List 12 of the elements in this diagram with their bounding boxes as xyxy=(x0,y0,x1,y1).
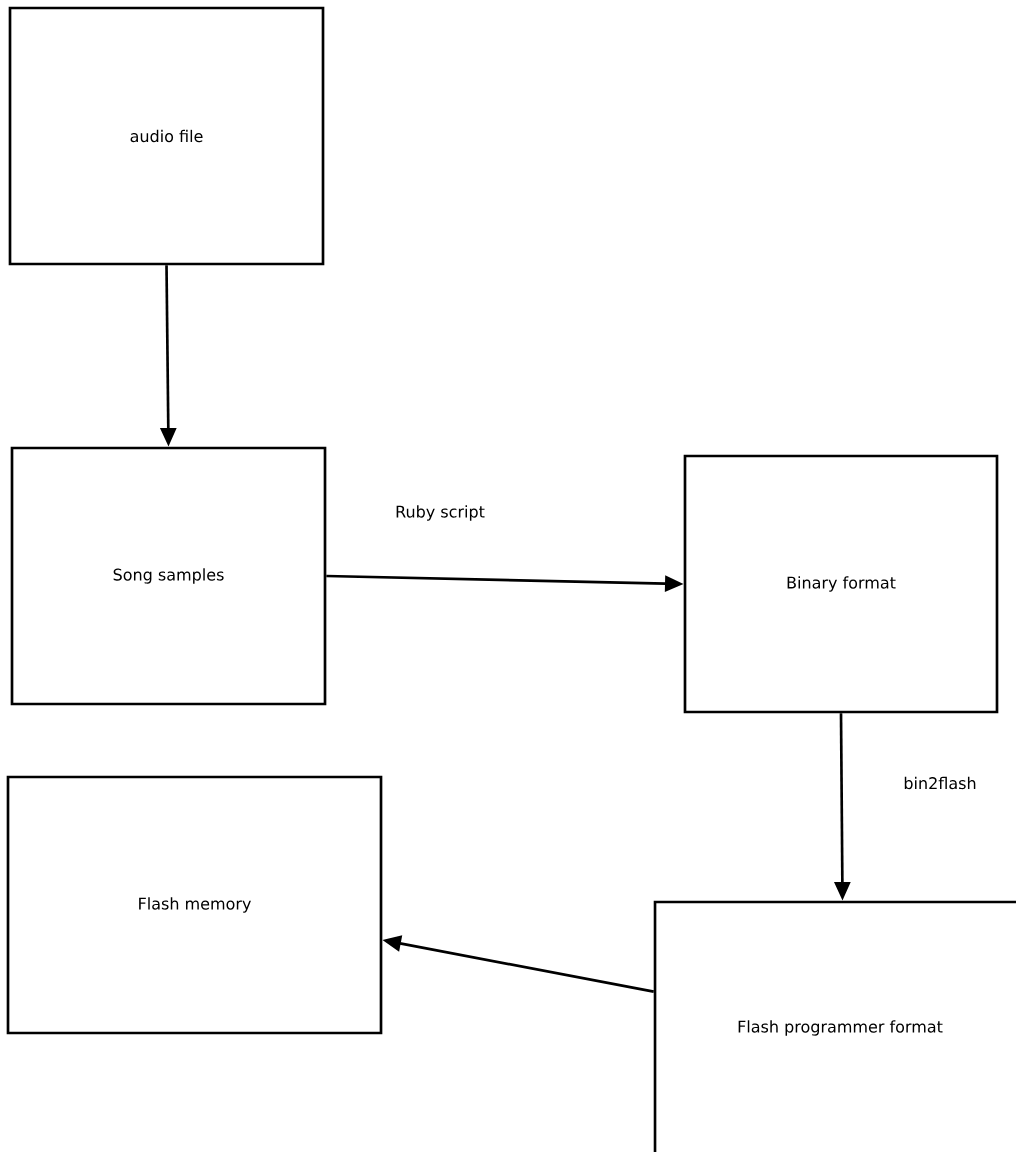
box-label: Binary format xyxy=(787,576,896,592)
process-box xyxy=(6,775,383,1035)
box-label: Song samples xyxy=(113,568,224,584)
edge-label: bin2flash xyxy=(902,775,978,791)
box-label: Flash memory xyxy=(139,897,251,913)
process-box xyxy=(10,446,327,706)
box-label: audio file xyxy=(130,129,203,143)
process-box xyxy=(683,454,999,714)
box-label: Flash programmer format xyxy=(738,1020,943,1036)
process-box xyxy=(8,6,325,266)
process-box xyxy=(653,900,1016,1152)
edge-label: Ruby script xyxy=(393,503,487,523)
